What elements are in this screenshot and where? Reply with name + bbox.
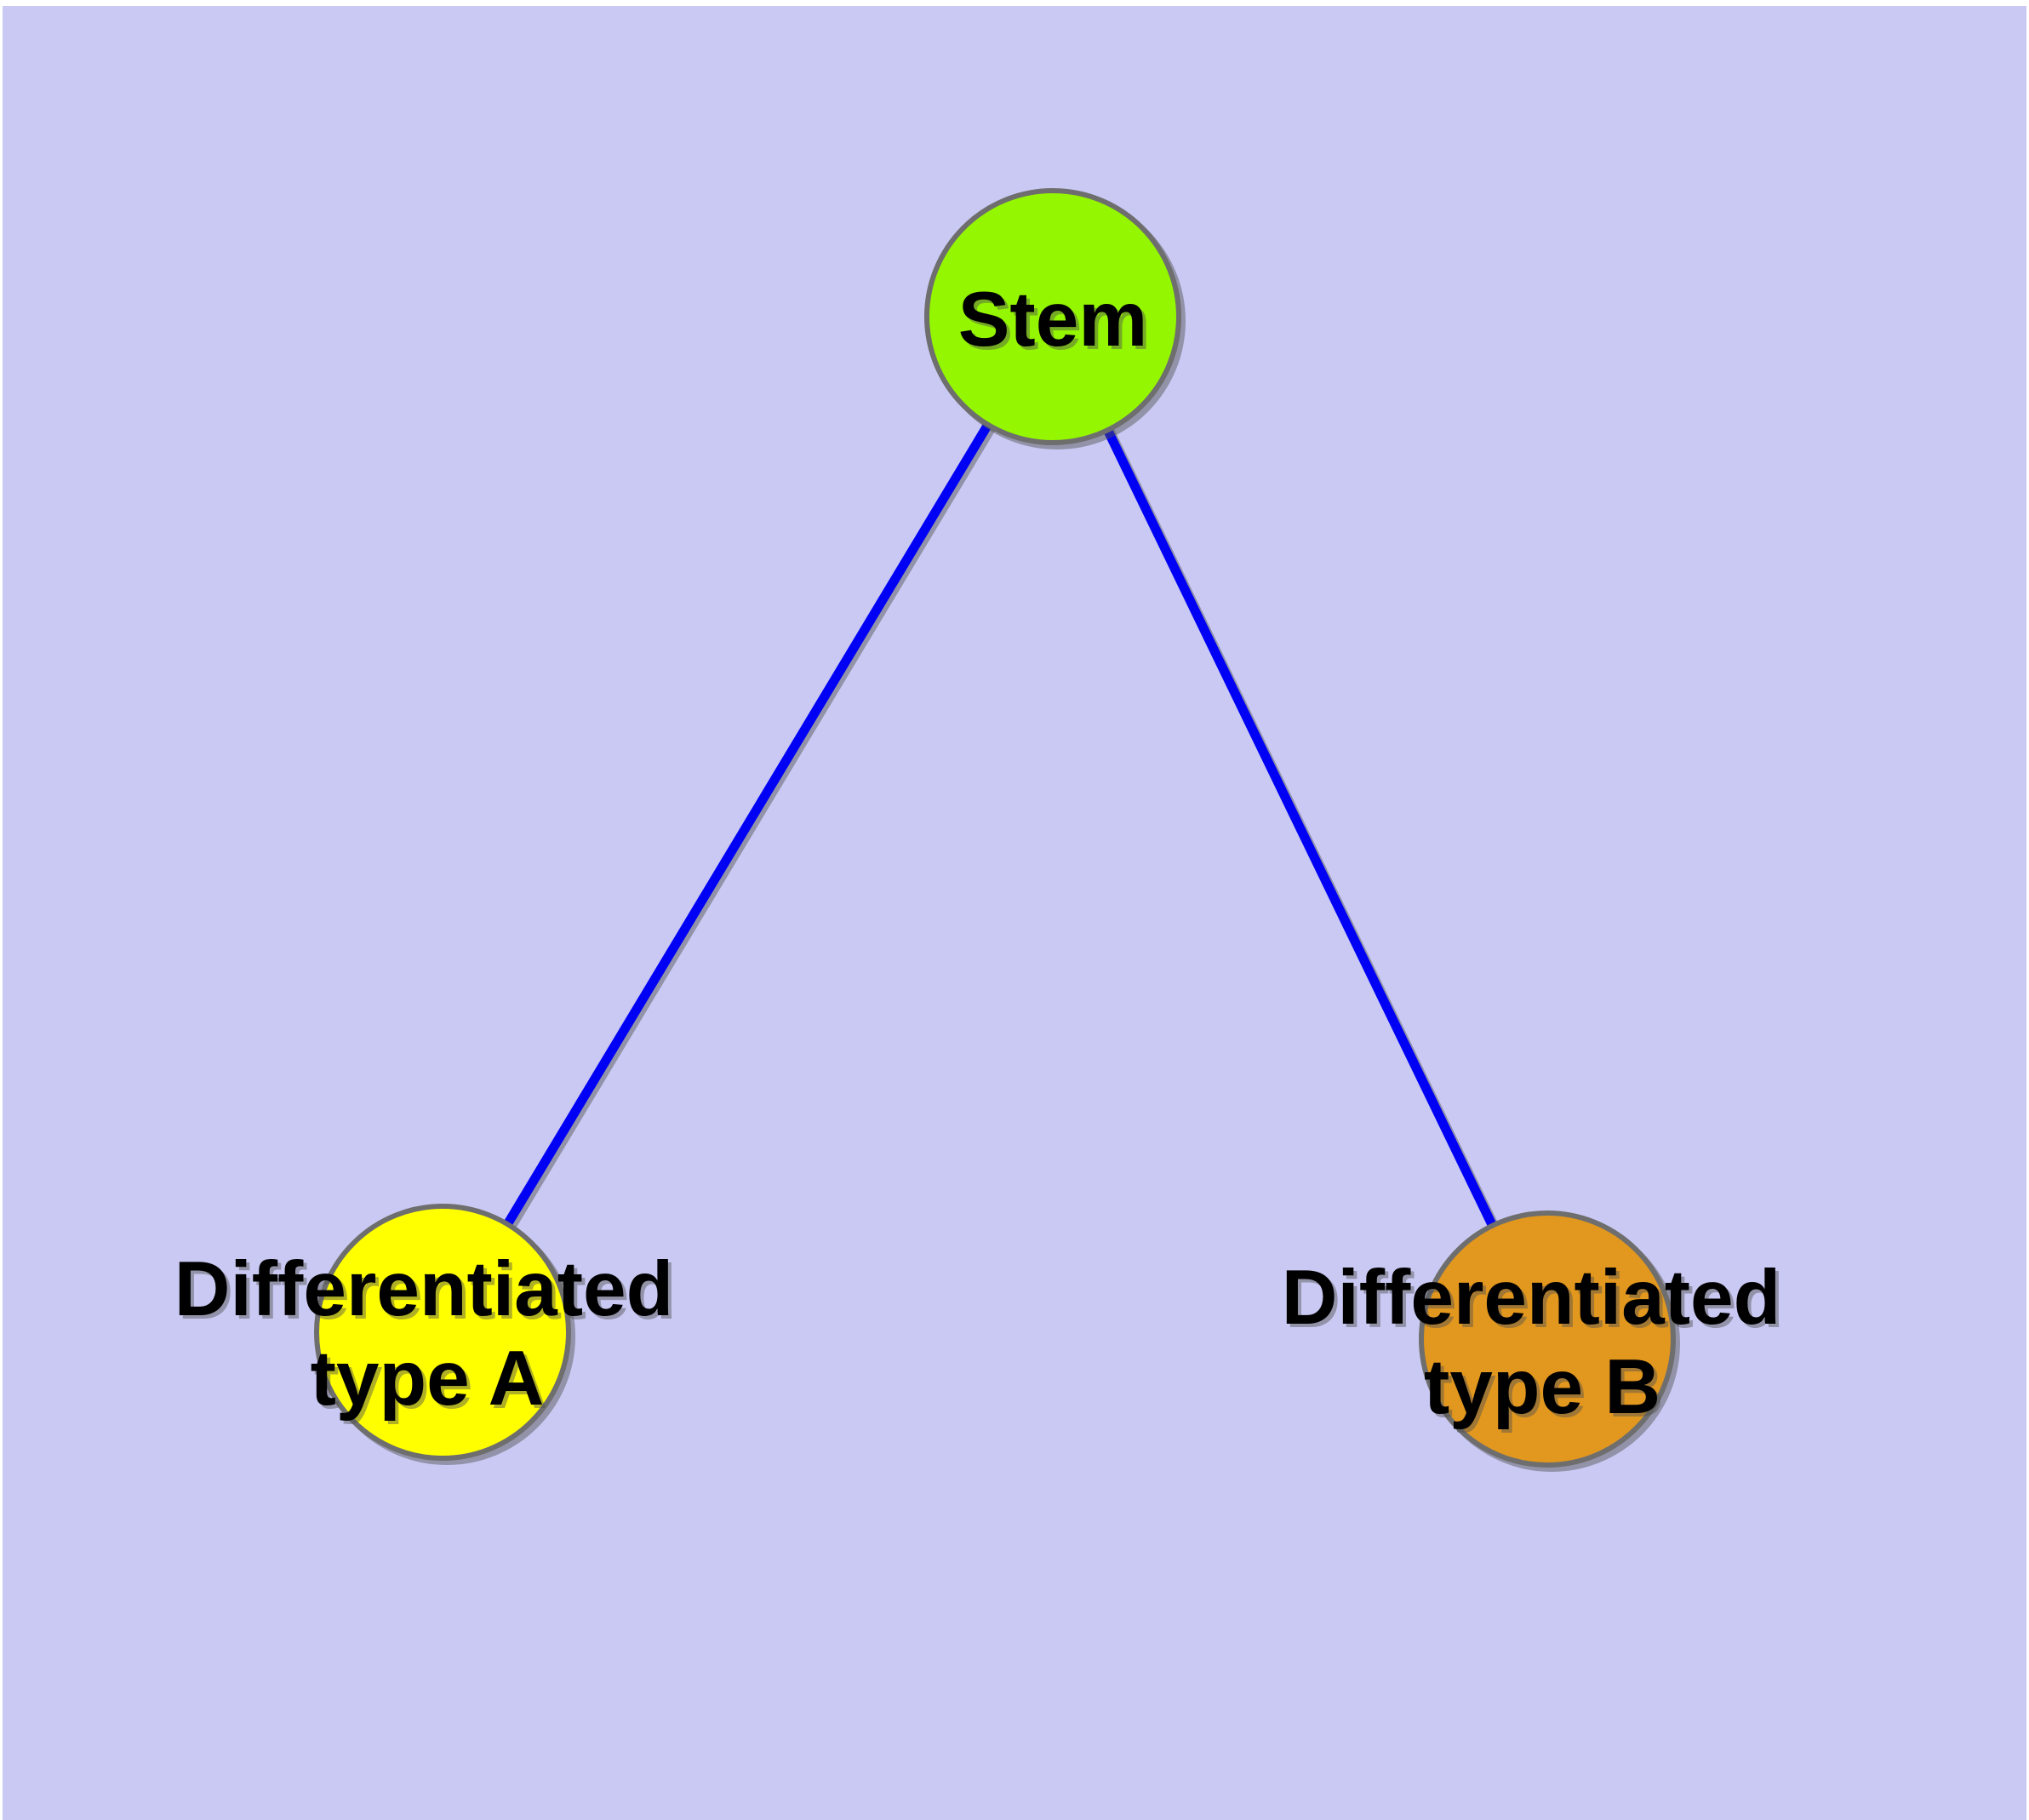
node-type-a: [314, 1204, 571, 1461]
node-type-a-label-line2-shadow: type A: [314, 1339, 548, 1425]
edge-stem-to-type-a: [438, 314, 1057, 1335]
node-type-b-label-line1-shadow: Differentiated: [1285, 1258, 1785, 1344]
node-type-b-label-line2-shadow: type B: [1427, 1348, 1664, 1434]
edge-stem-to-type-b: [1049, 314, 1552, 1342]
node-stem-label: Stem: [958, 277, 1148, 363]
node-type-b-label-line1: Differentiated: [1282, 1255, 1781, 1341]
node-type-a-label-line1-shadow: Differentiated: [178, 1250, 677, 1336]
node-type-a-label-line2: type A: [311, 1336, 545, 1422]
node-stem-label-shadow: Stem: [962, 280, 1152, 366]
node-type-b: [1419, 1210, 1676, 1468]
node-stem: [924, 188, 1181, 445]
node-type-a-label-line1: Differentiated: [174, 1246, 674, 1332]
node-type-b-label-line2: type B: [1424, 1344, 1660, 1430]
